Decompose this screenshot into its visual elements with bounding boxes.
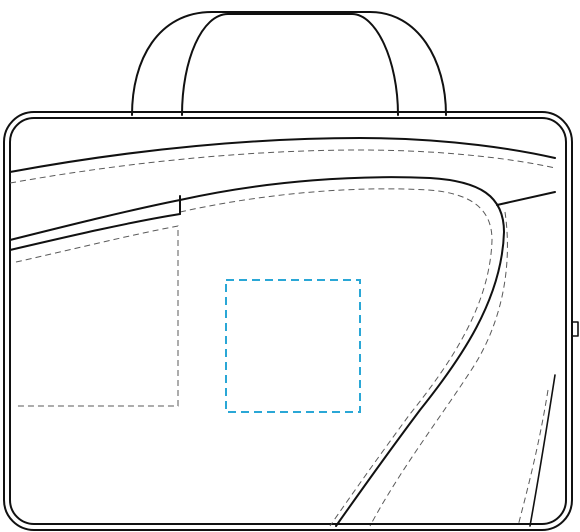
side-panel-stitching	[517, 389, 549, 527]
bag-body-outer-outline	[3, 111, 573, 531]
flap-lower-stitching	[179, 188, 493, 527]
handle-inner-outline	[181, 13, 399, 116]
flap-top-stitching	[9, 149, 556, 184]
right-side-panel	[517, 321, 579, 527]
pocket-top-edge-inner	[9, 213, 181, 251]
print-area-marker	[225, 279, 361, 413]
bag-body	[3, 111, 573, 531]
flap-top-edge	[9, 137, 556, 173]
side-strap-clip	[571, 321, 579, 337]
bag-body-inner-outline	[9, 117, 567, 525]
front-pocket	[9, 195, 181, 407]
side-panel-line	[529, 374, 556, 527]
handle	[131, 11, 447, 116]
flap-right-seam	[496, 191, 556, 206]
flap-lower-curve	[179, 176, 505, 527]
pocket-stitching	[15, 225, 179, 407]
flap-right-stitching	[369, 211, 508, 527]
handle-outer-outline	[131, 11, 447, 116]
pocket-top-edge	[9, 199, 181, 241]
top-flap	[9, 137, 556, 527]
